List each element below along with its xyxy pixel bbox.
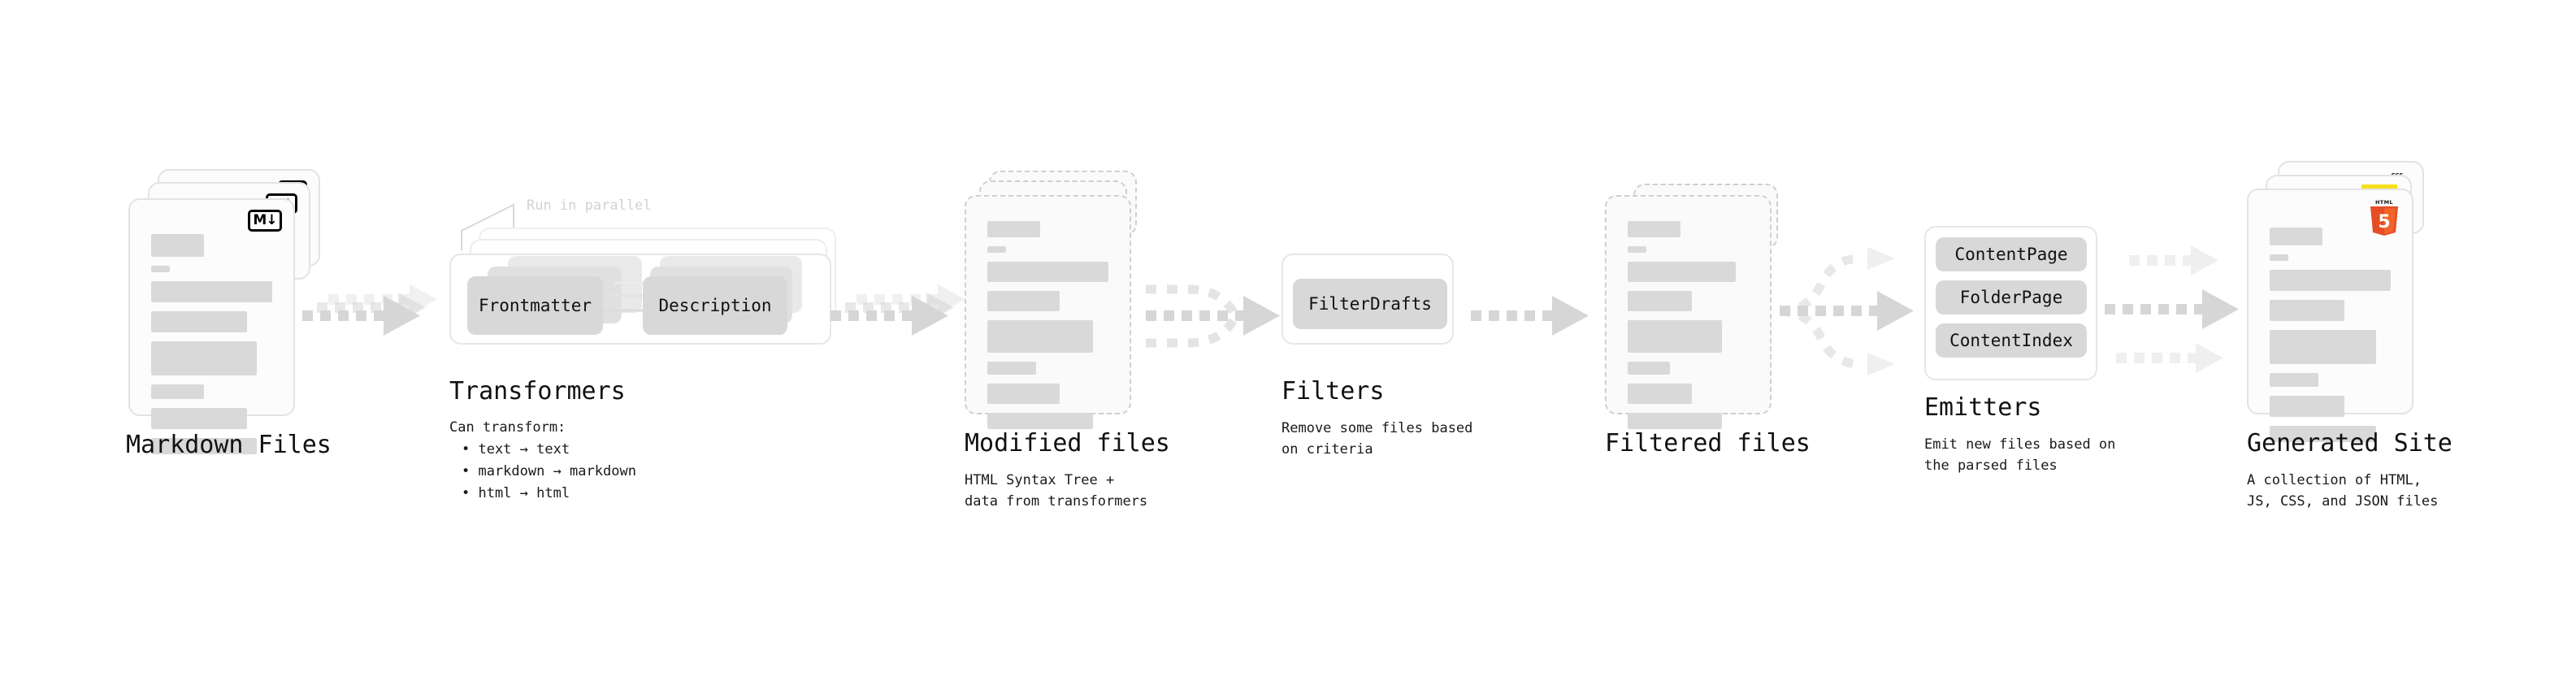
connector-modified-to-filters [1146, 284, 1280, 348]
file-placeholder-lines [1628, 221, 1749, 438]
connector-filtered-to-emitters [1779, 247, 1914, 375]
stage-title-filters: Filters [1281, 377, 1385, 406]
transformer-chip-description[interactable]: Description [643, 276, 787, 335]
modified-file-front [965, 195, 1131, 429]
stage-caption-transformers: Can transform: [449, 419, 566, 436]
emitter-chip-folderpage[interactable]: FolderPage [1936, 280, 2087, 314]
md-badge-icon: M↓ [248, 210, 282, 232]
filtered-file-front [1605, 195, 1772, 429]
run-in-parallel-label: Run in parallel [527, 197, 652, 214]
connector-md-to-transformers [302, 284, 437, 336]
transformers-bullet-2: • html → html [462, 485, 570, 501]
stage-title-transformers: Transformers [449, 377, 626, 406]
stage-title-markdown-files: Markdown Files [126, 431, 332, 459]
emitter-chip-contentindex[interactable]: ContentIndex [1936, 323, 2087, 358]
svg-text:5: 5 [2378, 212, 2390, 232]
stage-title-modified-files: Modified files [965, 429, 1170, 458]
filter-chip-filterdrafts[interactable]: FilterDrafts [1293, 279, 1447, 329]
stage-caption-generated-site: A collection of HTML, JS, CSS, and JSON … [2247, 472, 2439, 510]
stage-caption-modified-files: HTML Syntax Tree + data from transformer… [965, 472, 1148, 510]
stage-title-emitters: Emitters [1924, 393, 2042, 422]
transformer-chip-frontmatter[interactable]: Frontmatter [467, 276, 603, 335]
html5-badge-icon: HTML 5 [2370, 199, 2398, 236]
stage-title-generated-site: Generated Site [2247, 429, 2452, 458]
stage-caption-filters: Remove some files based on criteria [1281, 420, 1473, 458]
emitter-chip-contentpage[interactable]: ContentPage [1936, 237, 2087, 271]
connector-transformers-to-modified [830, 284, 965, 336]
transformers-bullet-0: • text → text [462, 441, 570, 458]
markdown-file-front: M↓ [128, 198, 295, 454]
generated-file-html: HTML 5 [2247, 189, 2413, 442]
stage-caption-emitters: Emit new files based on the parsed files [1924, 436, 2116, 475]
file-placeholder-lines [2270, 228, 2391, 451]
connector-filters-to-filtered [1471, 296, 1589, 336]
file-placeholder-lines [151, 234, 272, 463]
svg-text:HTML: HTML [2375, 199, 2393, 206]
run-in-parallel-bracket [461, 203, 514, 250]
stage-title-filtered-files: Filtered files [1605, 429, 1811, 458]
transformers-bullet-1: • markdown → markdown [462, 463, 636, 479]
file-placeholder-lines [987, 221, 1108, 438]
connector-emitters-to-site [2105, 245, 2239, 373]
